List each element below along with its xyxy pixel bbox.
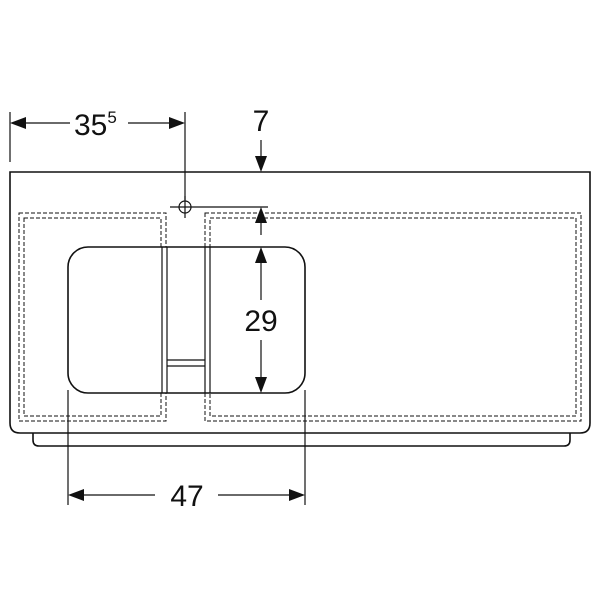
svg-text:355: 355: [74, 108, 117, 142]
sink-outline: [9, 171, 591, 434]
basin-divider: [161, 247, 211, 393]
dimension-label-superscript: 5: [107, 108, 116, 127]
dimension-label: 35: [74, 109, 107, 142]
dimension-tap-hole-offset: 355: [9, 108, 186, 200]
sink-lower-lip: [32, 433, 571, 447]
dimension-tap-hole-depth: 7: [253, 105, 270, 235]
dimension-bowl-depth: 29: [244, 247, 278, 393]
dimension-label: 29: [244, 305, 277, 338]
dimension-label: 47: [170, 480, 203, 513]
dimension-bowl-width: 47: [67, 390, 306, 513]
basin: [67, 246, 306, 394]
dimension-label: 7: [253, 105, 270, 138]
